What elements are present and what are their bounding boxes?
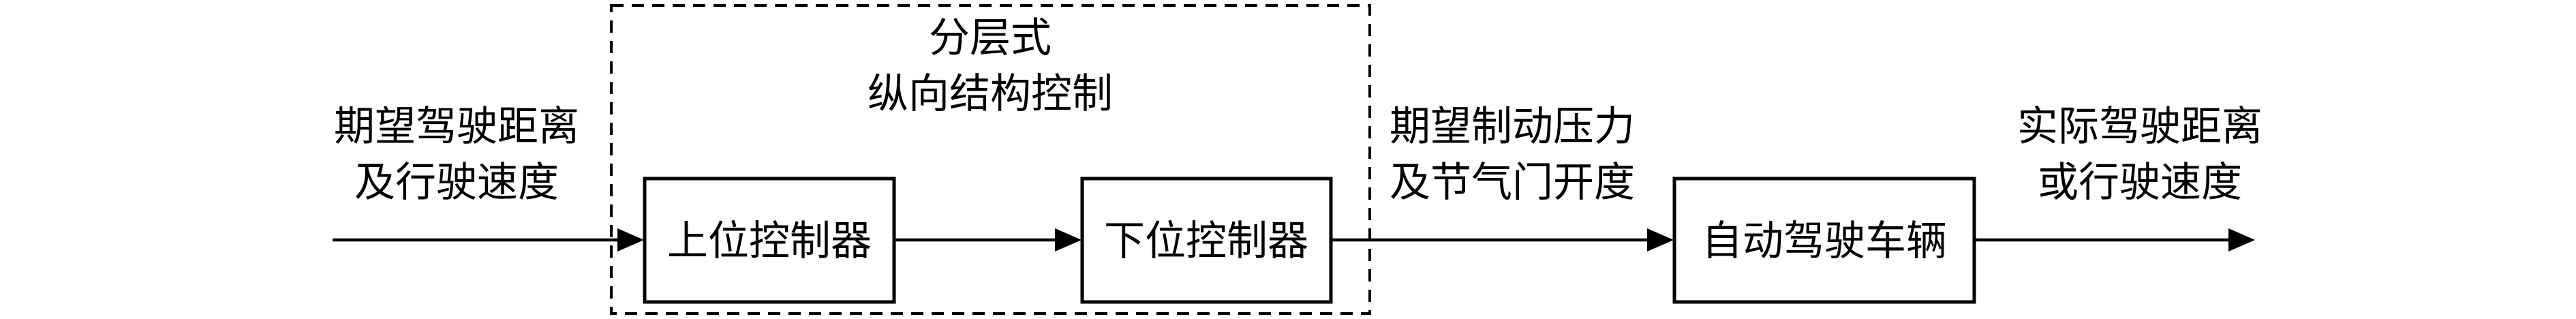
input-label-line2: 及行驶速度: [354, 159, 559, 207]
output-label-line1: 实际驾驶距离: [2017, 103, 2263, 151]
output-arrow: [1974, 228, 2255, 252]
lower-to-vehicle-arrow: [1331, 228, 1674, 252]
layered-control-group-frame: [610, 4, 1371, 315]
vehicle-block: 自动驾驶车辆: [1672, 177, 1976, 304]
upper-controller-label: 上位控制器: [667, 217, 872, 265]
upper-controller-block: 上位控制器: [643, 177, 896, 304]
group-title-line1: 分层式: [929, 14, 1052, 62]
group-title-line2: 纵向结构控制: [868, 70, 1113, 118]
middle-label-line2: 及节气门开度: [1390, 159, 1635, 207]
upper-to-lower-arrow: [894, 228, 1082, 252]
middle-label-line1: 期望制动压力: [1390, 103, 1635, 151]
input-label-line1: 期望驾驶距离: [334, 103, 579, 151]
output-label-line2: 或行驶速度: [2038, 159, 2242, 207]
vehicle-label: 自动驾驶车辆: [1702, 217, 1947, 265]
input-arrow: [333, 228, 644, 252]
lower-controller-block: 下位控制器: [1080, 177, 1333, 304]
lower-controller-label: 下位控制器: [1104, 217, 1308, 265]
